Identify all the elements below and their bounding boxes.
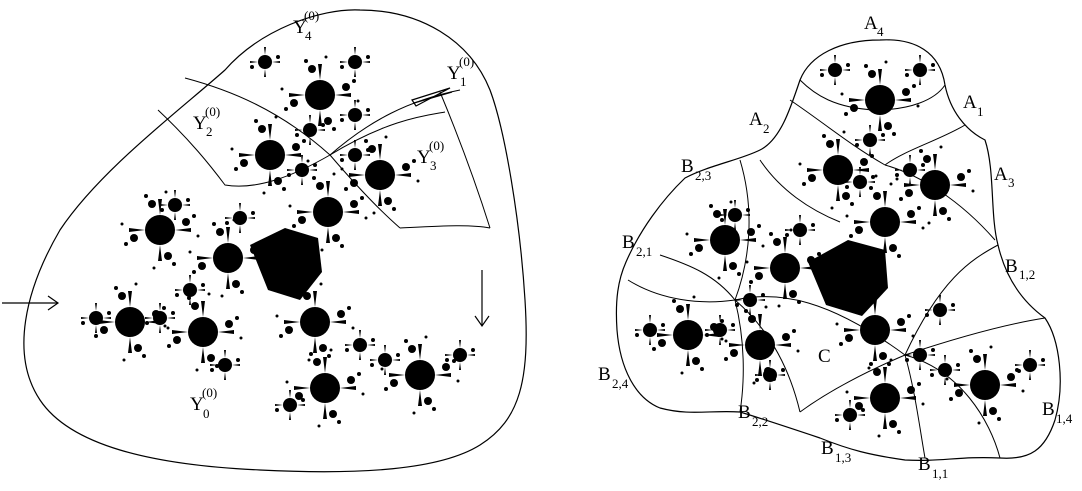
boundary-a2 — [789, 99, 886, 166]
svg-text:B: B — [681, 156, 694, 177]
boundary-b14 — [904, 317, 1046, 356]
svg-text:B: B — [622, 232, 635, 253]
svg-text:B: B — [598, 364, 611, 385]
svg-text:3: 3 — [1008, 175, 1015, 190]
outer-boundary-left — [23, 9, 527, 473]
svg-text:2,4: 2,4 — [612, 376, 629, 391]
svg-text:3: 3 — [430, 158, 437, 173]
svg-text:B: B — [1005, 256, 1018, 277]
left-diagram — [2, 9, 527, 473]
boundary-b21 — [659, 254, 736, 301]
svg-text:4: 4 — [305, 28, 312, 43]
boundary-b11b — [904, 354, 1001, 459]
svg-text:2: 2 — [206, 124, 213, 139]
arrow-down — [474, 270, 490, 328]
svg-text:0: 0 — [203, 406, 210, 421]
svg-text:Y: Y — [447, 63, 461, 84]
label-y0: Y 0 (0) — [190, 385, 217, 421]
svg-text:2: 2 — [763, 121, 770, 136]
svg-text:(0): (0) — [205, 104, 220, 119]
svg-text:A: A — [994, 164, 1008, 185]
boundary-b23 — [734, 159, 750, 301]
label-a1: A 1 — [963, 92, 984, 119]
svg-text:1,3: 1,3 — [835, 450, 851, 465]
label-b21: B 2,1 — [622, 232, 652, 259]
label-b23: B 2,3 — [681, 156, 711, 183]
svg-text:A: A — [963, 92, 977, 113]
svg-text:1: 1 — [977, 104, 984, 119]
label-c: C — [818, 346, 831, 367]
svg-text:C: C — [818, 346, 831, 367]
label-b11: B 1,1 — [918, 454, 948, 481]
svg-text:2,1: 2,1 — [636, 244, 652, 259]
boundary-y2-y0 — [157, 109, 331, 187]
boundary-y4-y2 — [184, 77, 331, 156]
boundary-y3-y0 — [399, 225, 491, 229]
svg-text:(0): (0) — [459, 54, 474, 69]
boundary-y1-y3 — [329, 111, 446, 156]
label-a3: A 3 — [994, 164, 1015, 190]
svg-text:1,4: 1,4 — [1056, 411, 1073, 426]
boundary-b22 — [734, 299, 744, 413]
label-y2: Y 2 (0) — [193, 104, 220, 139]
svg-text:B: B — [738, 402, 751, 423]
svg-text:1,2: 1,2 — [1019, 267, 1035, 282]
svg-text:1,1: 1,1 — [932, 466, 948, 481]
boundary-b24 — [627, 279, 736, 303]
boundary-y3-right — [439, 91, 491, 229]
svg-text:B: B — [918, 454, 931, 475]
boundary-a3 — [884, 124, 966, 166]
label-b12: B 1,2 — [1005, 256, 1035, 282]
svg-text:Y: Y — [293, 17, 307, 38]
svg-text:B: B — [1042, 399, 1055, 420]
svg-text:A: A — [749, 109, 763, 130]
label-b24: B 2,4 — [598, 364, 629, 391]
label-y1: Y 1 (0) — [447, 54, 474, 89]
svg-text:Y: Y — [193, 113, 207, 134]
outer-boundary-right — [615, 39, 1061, 461]
svg-text:B: B — [821, 438, 834, 459]
label-a4: A 4 — [864, 13, 884, 39]
boundary-y3-left — [329, 154, 401, 229]
svg-text:Y: Y — [417, 147, 431, 168]
svg-text:Y: Y — [190, 394, 204, 415]
svg-text:(0): (0) — [429, 138, 444, 153]
boundary-y4-y1 — [329, 89, 461, 156]
svg-text:(0): (0) — [304, 8, 319, 23]
julia-set-left — [81, 47, 475, 428]
svg-text:1: 1 — [460, 74, 467, 89]
label-a2: A 2 — [749, 109, 770, 136]
label-y4: Y 4 (0) — [293, 8, 319, 43]
boundary-a4 — [799, 79, 876, 111]
label-b22: B 2,2 — [738, 402, 768, 429]
arrow-left — [2, 295, 60, 311]
svg-text:A: A — [864, 13, 878, 34]
boundary-a2-lower — [759, 159, 841, 223]
label-b13: B 1,3 — [821, 438, 851, 465]
boundary-b13 — [799, 354, 906, 413]
julia-set-right — [635, 55, 1045, 438]
arrow-y1 — [411, 87, 453, 107]
label-y3: Y 3 (0) — [417, 138, 444, 173]
boundary-b12 — [904, 244, 999, 356]
svg-text:2,3: 2,3 — [695, 168, 711, 183]
boundary-b11 — [904, 354, 926, 459]
right-diagram — [615, 39, 1061, 461]
svg-text:(0): (0) — [202, 385, 217, 400]
label-b14: B 1,4 — [1042, 399, 1073, 426]
svg-text:2,2: 2,2 — [752, 414, 768, 429]
svg-text:4: 4 — [877, 24, 884, 39]
